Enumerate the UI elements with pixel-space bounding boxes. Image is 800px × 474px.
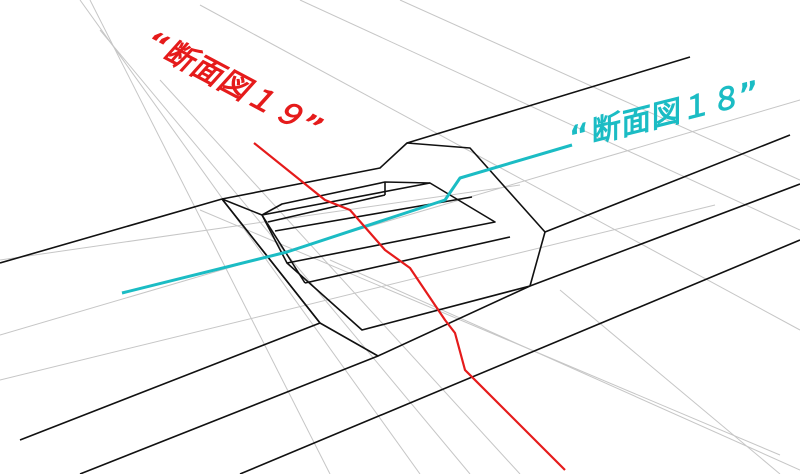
section-18-label: “断面図１８” [565,74,763,155]
ledge-back [267,194,386,223]
ledge-top [261,181,431,216]
road-edge-back-right [406,56,691,144]
guide-line [199,209,781,456]
excavation-rim-left [221,198,263,216]
excavation-left-slope [221,198,321,324]
section-line-19 [253,142,566,471]
guide-line [329,259,800,471]
excavation-outer [221,142,546,357]
road-edge-far-right [529,183,800,287]
inner-box-mid [304,236,511,284]
inner-box-side [286,262,531,331]
inner-box-top [261,182,496,264]
guide-line [159,79,521,474]
guide-line [399,0,800,181]
guide-line [559,289,781,474]
guide-line [299,0,800,231]
inner-box-left [261,214,306,284]
road-edge-near-right [544,134,791,233]
guide-line [0,204,716,381]
section-19-label: “断面図１９” [139,24,328,147]
guide-line [0,99,800,336]
road-edge-near-left [19,322,321,441]
guide-line [0,184,521,261]
road-edge-lower-left [79,355,379,474]
guide-line [89,0,331,474]
guide-line [79,0,421,474]
road-edge-bottom [239,239,800,474]
section-line-18 [121,143,573,295]
road-edge-back-left [0,198,223,264]
